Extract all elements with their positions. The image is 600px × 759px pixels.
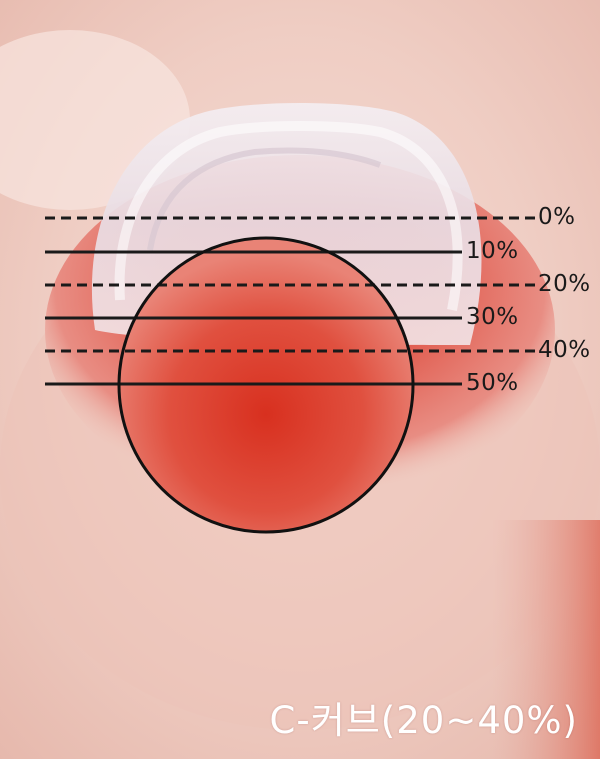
level-label-30: 30%	[466, 306, 519, 329]
level-label-10: 10%	[466, 240, 519, 263]
c-curve-caption: C-커브(20~40%)	[270, 702, 578, 739]
level-label-20: 20%	[538, 273, 591, 296]
level-label-50: 50%	[466, 372, 519, 395]
level-label-0: 0%	[538, 206, 576, 229]
level-label-40: 40%	[538, 339, 591, 362]
